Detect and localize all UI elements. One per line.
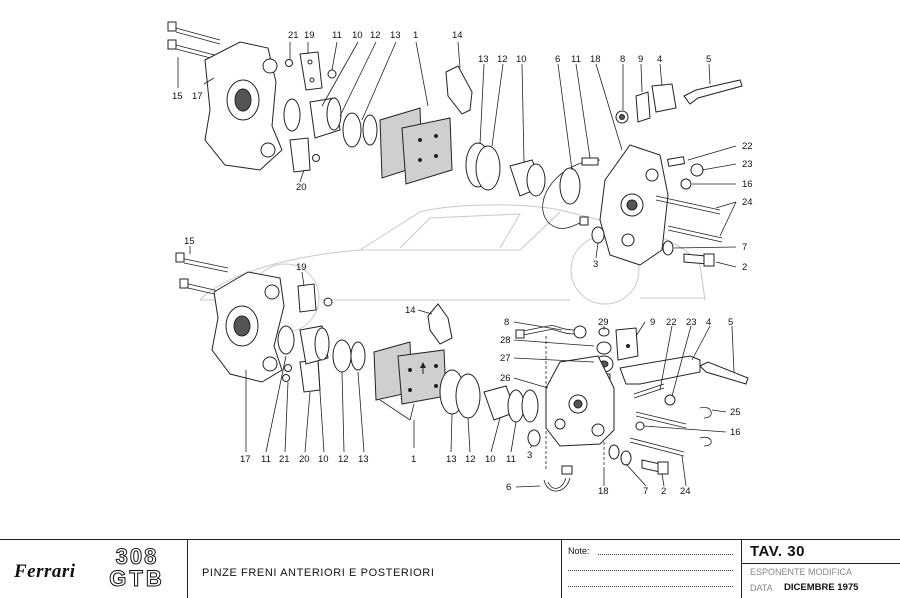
plate-20-top xyxy=(289,137,311,173)
plate-description: PINZE FRENI ANTERIORI E POSTERIORI xyxy=(202,567,435,579)
callout-label: 19 xyxy=(304,30,315,41)
callout-label: 25 xyxy=(730,407,741,418)
esponente-label: ESPONENTE MODIFICA xyxy=(750,567,853,577)
bolt-15-bottom xyxy=(175,252,237,300)
callout-label: 17 xyxy=(192,91,203,102)
callout-label: 19 xyxy=(296,262,307,273)
callout-label: 1 xyxy=(411,454,416,465)
callout-label: 28 xyxy=(500,335,511,346)
note-line xyxy=(598,554,733,555)
callout-label: 2 xyxy=(742,262,747,273)
callout-label: 13 xyxy=(390,30,401,41)
callout-label: 22 xyxy=(666,317,677,328)
callout-label: 4 xyxy=(706,317,711,328)
callout-label: 4 xyxy=(657,54,662,65)
callout-label: 21 xyxy=(288,30,299,41)
brand-logo: Ferrari xyxy=(14,561,76,582)
callout-label: 6 xyxy=(506,482,511,493)
rear-caliper-assembly xyxy=(175,252,749,492)
plate-19-top xyxy=(299,51,323,91)
plate-20-bottom xyxy=(299,359,321,393)
callout-label: 13 xyxy=(358,454,369,465)
callout-label: 2 xyxy=(661,486,666,497)
callout-label: 29 xyxy=(598,317,609,328)
callout-label: 8 xyxy=(504,317,509,328)
callout-label: 12 xyxy=(497,54,508,65)
callout-label: 7 xyxy=(742,242,747,253)
spring-clip-14-top xyxy=(445,65,473,115)
callout-leaders xyxy=(177,41,737,488)
notes-cell: Note: xyxy=(562,540,742,598)
plate-9-bottom xyxy=(615,327,639,361)
callout-label: 9 xyxy=(650,317,655,328)
spring-clip-14-bottom xyxy=(427,303,453,345)
divider xyxy=(742,563,900,564)
callout-label: 12 xyxy=(370,30,381,41)
callout-label: 23 xyxy=(686,317,697,328)
model-badge: 308 GTB xyxy=(98,544,176,592)
callout-label: 3 xyxy=(527,450,532,461)
logo-cell: Ferrari 308 GTB xyxy=(0,540,188,598)
note-line xyxy=(568,570,733,571)
callout-label: 1 xyxy=(413,30,418,41)
exploded-brake-caliper-diagram: 21 19 11 10 12 13 1 14 13 12 10 6 11 18 … xyxy=(167,21,753,497)
callout-label: 12 xyxy=(338,454,349,465)
plate-number: TAV. 30 xyxy=(750,543,805,560)
callout-label: 12 xyxy=(465,454,476,465)
model-number: 308 xyxy=(115,544,159,570)
plate-19-bottom xyxy=(297,283,317,313)
callout-label: 11 xyxy=(506,454,516,465)
brake-pad-1b-top xyxy=(401,117,453,185)
callout-label: 8 xyxy=(620,54,625,65)
callout-label: 14 xyxy=(452,30,463,41)
callout-label: 9 xyxy=(638,54,643,65)
callout-label: 23 xyxy=(742,159,753,170)
bleed-pipe-5-bottom xyxy=(699,361,749,385)
callout-label: 10 xyxy=(318,454,329,465)
date-label: DATA xyxy=(750,583,773,593)
callout-label: 6 xyxy=(555,54,560,65)
callout-label: 5 xyxy=(728,317,733,328)
callout-label: 15 xyxy=(184,236,195,247)
callout-label: 5 xyxy=(706,54,711,65)
lever-4-bottom xyxy=(619,355,701,385)
model-name: GTB xyxy=(109,566,165,592)
description-cell: PINZE FRENI ANTERIORI E POSTERIORI xyxy=(188,540,562,598)
callout-label: 20 xyxy=(299,454,310,465)
bleed-pipe-5-top xyxy=(683,79,743,105)
callout-label: 22 xyxy=(742,141,753,152)
callout-label: 13 xyxy=(446,454,457,465)
callout-label: 11 xyxy=(261,454,271,465)
callout-label: 26 xyxy=(500,373,511,384)
callout-label: 18 xyxy=(598,486,609,497)
callout-label: 15 xyxy=(172,91,183,102)
callout-label: 11 xyxy=(571,54,581,65)
callout-label: 10 xyxy=(352,30,363,41)
callout-labels: 21 19 11 10 12 13 1 14 13 12 10 6 11 18 … xyxy=(172,30,753,497)
callout-label: 7 xyxy=(643,486,648,497)
callout-label: 21 xyxy=(279,454,290,465)
title-block: Ferrari 308 GTB PINZE FRENI ANTERIORI E … xyxy=(0,539,900,598)
callout-label: 3 xyxy=(593,259,598,270)
callout-label: 18 xyxy=(590,54,601,65)
callout-label: 11 xyxy=(332,30,342,41)
callout-label: 27 xyxy=(500,353,511,364)
date-value: DICEMBRE 1975 xyxy=(784,582,859,593)
callout-label: 24 xyxy=(742,197,753,208)
callout-label: 20 xyxy=(296,182,307,193)
callout-label: 24 xyxy=(680,486,691,497)
brake-pad-1b-bottom xyxy=(397,349,447,405)
front-caliper-assembly xyxy=(167,21,743,267)
callout-label: 10 xyxy=(516,54,527,65)
callout-label: 16 xyxy=(730,427,741,438)
callout-label: 17 xyxy=(240,454,251,465)
callout-label: 10 xyxy=(485,454,496,465)
callout-label: 14 xyxy=(405,305,416,316)
note-label: Note: xyxy=(568,546,590,556)
callout-label: 13 xyxy=(478,54,489,65)
note-line xyxy=(568,586,733,587)
plate-info-cell: TAV. 30 ESPONENTE MODIFICA DATA DICEMBRE… xyxy=(742,540,900,598)
callout-label: 16 xyxy=(742,179,753,190)
